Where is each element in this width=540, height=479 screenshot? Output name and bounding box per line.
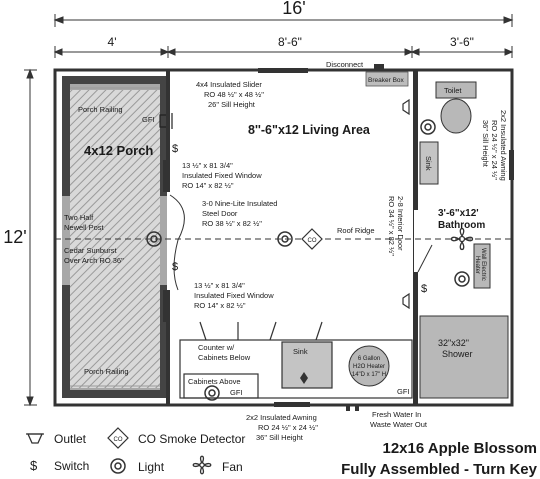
dimension-lines: [24, 14, 514, 407]
co-legend-icon: [107, 427, 129, 449]
legend-outlet: Outlet: [54, 432, 87, 446]
awning-right-spec-2: RO 24 ½" x 24 ½": [490, 120, 499, 180]
water-heater: 6 Gallon H2O Heater 14"D x 17" H: [348, 345, 390, 387]
slider-spec-1: 4x4 Insulated Slider: [196, 80, 262, 89]
title-line2: Fully Assembled - Turn Key: [341, 461, 538, 478]
legend-co-smoke: CO Smoke Detector: [138, 432, 245, 446]
kitchen-gfi-right: GFI: [397, 387, 410, 396]
slider-window: [258, 68, 308, 73]
legend-fan: Fan: [222, 460, 243, 474]
awning-bottom-spec-3: 36" Sill Height: [256, 433, 304, 442]
wall-heater-label-1: Wall Electric: [480, 248, 486, 281]
shower-label-1: 32"x32": [438, 338, 469, 348]
counter-label-2: Cabinets Below: [198, 353, 251, 362]
toilet: [435, 81, 477, 134]
faucet-icon: [300, 372, 308, 384]
slider-spec-2: RO 48 ½" x 48 ½": [204, 90, 264, 99]
sunburst-line2: Over Arch RO 36": [64, 256, 124, 265]
awning-bottom-spec-2: RO 24 ½" x 24 ½": [258, 423, 318, 432]
outlet-legend-icon: [26, 433, 44, 444]
interior-door-opening: [414, 210, 418, 272]
light-icon: [146, 119, 470, 401]
outlet-icon: [402, 98, 410, 310]
water-lines: [346, 405, 359, 411]
light-legend-icon: [110, 458, 126, 474]
breaker-box-label: Breaker Box: [368, 77, 405, 84]
entry-door-spec-2: Steel Door: [202, 209, 238, 218]
legend-switch: Switch: [54, 459, 89, 473]
bath-sink: [419, 141, 439, 185]
fan-legend-icon: [192, 455, 212, 475]
bath-name-label: Bathroom: [438, 220, 485, 231]
disconnect-label: Disconnect: [326, 60, 364, 69]
switch-bath: $: [421, 283, 427, 295]
co-smoke-detector-icon: CO: [301, 228, 323, 250]
living-width-dim: 8'-6": [278, 35, 302, 49]
legend-light: Light: [138, 460, 165, 474]
title-line1: 12x16 Apple Blossom: [382, 440, 537, 457]
interior-door-spec: 2-8 Interior Door: [396, 196, 405, 251]
awning-window-right: [509, 150, 514, 180]
kitchen-counter: [179, 321, 413, 399]
window-bottom-spec-2: Insulated Fixed Window: [194, 291, 274, 300]
entry-door-spec-1: 3-0 Nine-Lite Insulated: [202, 199, 277, 208]
porch-railing-top: Porch Railing: [78, 105, 123, 114]
shower-label-2: Shower: [442, 349, 473, 359]
porch-title: 4x12 Porch: [84, 143, 153, 158]
toilet-label: Toilet: [444, 86, 462, 95]
bath-size-label: 3'-6"x12': [438, 208, 479, 219]
svg-text:14"D x 17" H: 14"D x 17" H: [352, 372, 386, 378]
shower: [419, 315, 509, 399]
breaker-box: [365, 71, 409, 87]
fresh-water-label: Fresh Water In: [372, 410, 421, 419]
overall-depth-dim: 12': [3, 227, 26, 247]
awning-window-bottom: [274, 402, 310, 407]
switch-legend-icon: $: [30, 458, 38, 473]
porch-width-dim: 4': [108, 35, 117, 49]
waste-water-label: Waste Water Out: [370, 420, 428, 429]
fan-icon: [450, 227, 474, 251]
counter-label-1: Counter w/: [198, 343, 235, 352]
wall-heater-label-2: Heater: [474, 256, 480, 274]
overall-width-dim: 16': [282, 0, 305, 18]
newell-post-line2: Newell Post: [64, 223, 105, 232]
window-bottom-spec-1: 13 ½" x 81 3/4": [194, 281, 245, 290]
kitchen-sink-label: Sink: [293, 347, 308, 356]
cabinets-above-label: Cabinets Above: [188, 377, 241, 386]
interior-door-ro: RO 34 ½" x 82 ½": [387, 196, 396, 256]
roof-ridge-label: Roof Ridge: [337, 226, 375, 235]
awning-bottom-spec-1: 2x2 Insulated Awning: [246, 413, 317, 422]
slider-spec-3: 26" Sill Height: [208, 100, 256, 109]
awning-right-spec-1: 2x2 Insulated Awning: [499, 110, 508, 181]
porch-living-wall: [163, 70, 170, 405]
porch-gfi: GFI: [142, 115, 155, 124]
svg-text:CO: CO: [308, 238, 317, 244]
switch-living-top: $: [172, 143, 178, 155]
svg-text:H2O Heater: H2O Heater: [353, 364, 385, 370]
porch-railing-bottom: Porch Railing: [84, 367, 129, 376]
entry-door-swing: [169, 194, 185, 291]
window-top-spec-3: RO 14" x 82 ½": [182, 181, 234, 190]
wall-heater: [473, 243, 491, 289]
switch-living-bottom: $: [172, 261, 178, 273]
living-title: 8''-6"x12 Living Area: [248, 123, 371, 137]
window-bottom-spec-3: RO 14" x 82 ½": [194, 301, 246, 310]
svg-text:6 Gallon: 6 Gallon: [358, 356, 380, 362]
kitchen-gfi: GFI: [230, 388, 243, 397]
awning-right-spec-3: 36" Sill Height: [481, 120, 490, 168]
bath-width-dim: 3'-6": [450, 35, 474, 49]
legend: Outlet CO CO Smoke Detector $ Switch Lig…: [26, 427, 245, 475]
newell-post-line1: Two Half: [64, 213, 94, 222]
sunburst-line1: Cedar Sunburst: [64, 246, 117, 255]
disconnect-box: [374, 64, 384, 70]
window-top-spec-1: 13 ½" x 81 3/4": [182, 161, 233, 170]
entry-door-spec-3: RO 38 ½" x 82 ½": [202, 219, 262, 228]
interior-door-swing: [417, 244, 433, 273]
bath-sink-label: Sink: [424, 156, 433, 171]
window-top-spec-2: Insulated Fixed Window: [182, 171, 262, 180]
svg-text:CO: CO: [114, 437, 123, 443]
